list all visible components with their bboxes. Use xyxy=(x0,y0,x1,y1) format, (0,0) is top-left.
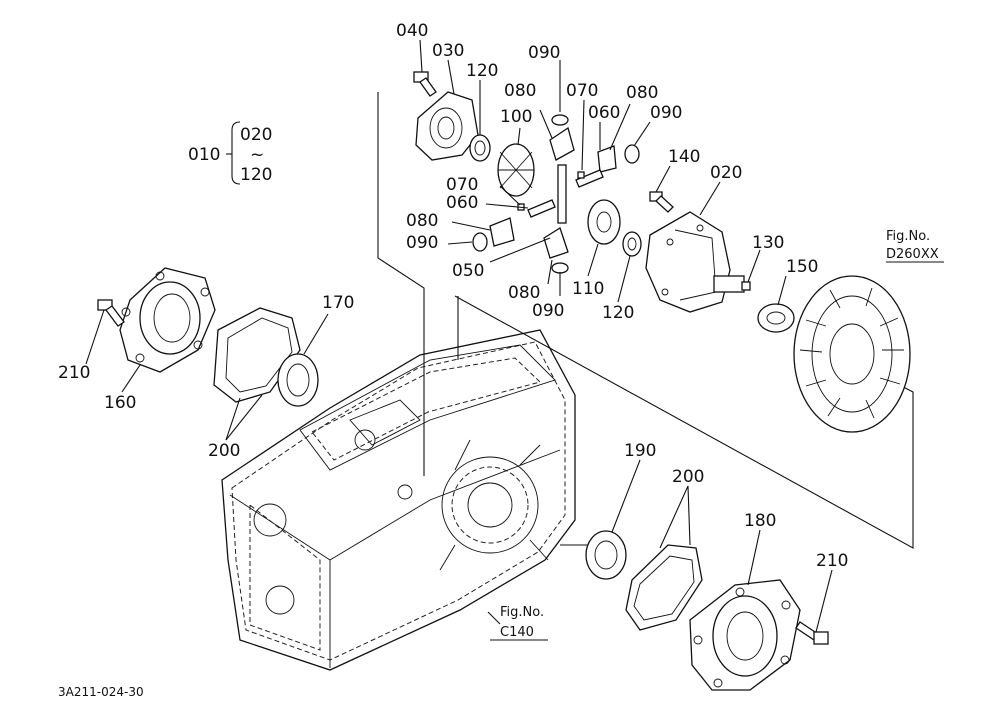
differential-cover-030 xyxy=(415,91,479,161)
label-020: 020 xyxy=(710,163,742,183)
bolt-210-left xyxy=(97,299,125,327)
label-120: 120 xyxy=(466,61,498,81)
leader-lines xyxy=(85,39,944,641)
pin-130 xyxy=(741,281,751,291)
label-200: 200 xyxy=(672,467,704,487)
label-080: 080 xyxy=(504,81,536,101)
label-190: 190 xyxy=(624,441,656,461)
bolt-040 xyxy=(413,71,437,97)
bolt-210-right xyxy=(795,621,829,645)
pinion-gears xyxy=(472,114,640,274)
label-120: 120 xyxy=(602,303,634,323)
figure-ref-upper-line1: Fig.No. xyxy=(886,229,930,244)
label-140: 140 xyxy=(668,147,700,167)
label-130: 130 xyxy=(752,233,784,253)
bevel-gear-assembly xyxy=(793,275,911,433)
pinion-shafts xyxy=(517,164,604,224)
label-060: 060 xyxy=(446,193,478,213)
side-gear-100 xyxy=(497,143,535,197)
label-150: 150 xyxy=(786,257,818,277)
figure-ref-lower-line2: C140 xyxy=(500,625,534,640)
label-090: 090 xyxy=(650,103,682,123)
bearing-holder-180 xyxy=(689,579,801,691)
assembly-bracket-010 xyxy=(226,121,241,185)
label-010: 010 xyxy=(188,145,220,165)
label-160: 160 xyxy=(104,393,136,413)
label-040: 040 xyxy=(396,21,428,41)
part-labels: 040 030 090 120 080 070 080 100 060 090 … xyxy=(58,21,848,571)
drawing-code: 3A211-024-30 xyxy=(58,685,144,699)
washer-120-top xyxy=(469,134,491,162)
ring-gear-110 xyxy=(587,199,621,245)
bolt-140 xyxy=(649,191,674,213)
label-080: 080 xyxy=(406,211,438,231)
label-050: 050 xyxy=(452,261,484,281)
figure-ref-lower: Fig.No. C140 xyxy=(500,605,544,640)
differential-case-020 xyxy=(645,211,745,313)
figure-ref-lower-line1: Fig.No. xyxy=(500,605,544,620)
label-090: 090 xyxy=(528,43,560,63)
transmission-case xyxy=(221,329,576,671)
bearing-holder-160 xyxy=(119,267,216,373)
label-100: 100 xyxy=(500,107,532,127)
label-180: 180 xyxy=(744,511,776,531)
label-020: 020 xyxy=(240,125,272,145)
label-210: 210 xyxy=(58,363,90,383)
figure-ref-upper-line2: D260XX xyxy=(886,247,939,262)
oil-seal-170 xyxy=(277,353,319,407)
label-080: 080 xyxy=(626,83,658,103)
figure-ref-upper: Fig.No. D260XX xyxy=(886,229,939,262)
label-120: 120 xyxy=(240,165,272,185)
label-070: 070 xyxy=(566,81,598,101)
label-080: 080 xyxy=(508,283,540,303)
label-210: 210 xyxy=(816,551,848,571)
oil-seal-190 xyxy=(585,530,627,580)
label-060: 060 xyxy=(588,103,620,123)
bearing-150 xyxy=(757,303,795,333)
label-090: 090 xyxy=(532,301,564,321)
label-030: 030 xyxy=(432,41,464,61)
label-170: 170 xyxy=(322,293,354,313)
label-110: 110 xyxy=(572,279,604,299)
shim-200-right xyxy=(625,544,703,631)
label-200: 200 xyxy=(208,441,240,461)
label-090: 090 xyxy=(406,233,438,253)
washer-120-mid xyxy=(622,231,642,257)
label-tilde: ~ xyxy=(250,145,264,165)
label-070: 070 xyxy=(446,175,478,195)
